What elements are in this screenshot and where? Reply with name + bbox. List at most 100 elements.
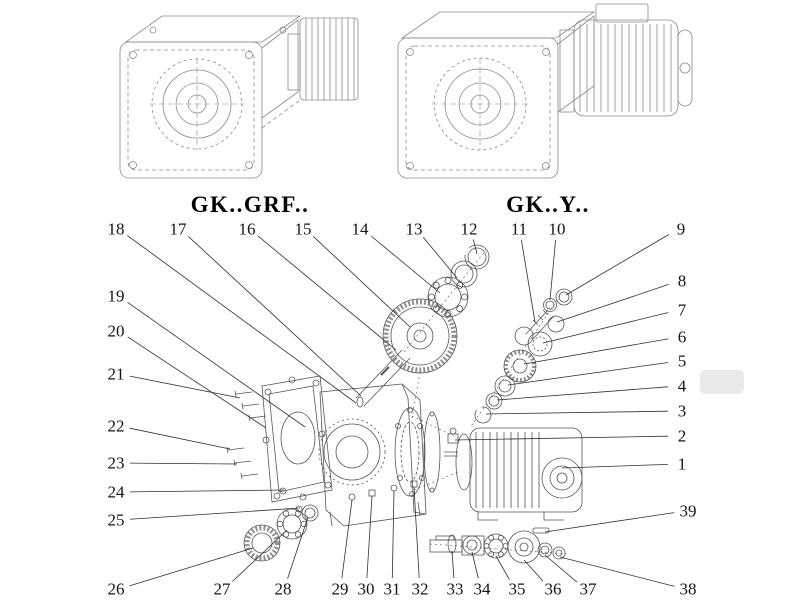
watermark — [700, 370, 744, 394]
leader-line-39 — [544, 512, 675, 533]
leader-line-36 — [523, 559, 544, 582]
callout-8: 8 — [677, 271, 687, 291]
callout-28: 28 — [274, 579, 292, 599]
leader-line-7 — [542, 312, 669, 344]
callout-1: 1 — [677, 454, 687, 474]
leader-line-32 — [413, 486, 420, 579]
leader-line-20 — [127, 336, 267, 429]
leader-line-17 — [188, 236, 362, 397]
output-shaft-assembly — [429, 527, 566, 564]
leader-line-30 — [366, 495, 373, 579]
assembly-axes — [403, 249, 569, 555]
callout-38: 38 — [679, 579, 697, 599]
callout-32: 32 — [411, 579, 429, 599]
leader-line-8 — [556, 284, 669, 323]
gearbox-y-drawing — [397, 3, 693, 179]
callout-36: 36 — [544, 579, 562, 599]
oil-seal-set — [243, 504, 319, 562]
leader-line-26 — [129, 547, 254, 587]
leader-line-23 — [129, 462, 238, 465]
leader-line-24 — [129, 489, 285, 493]
leader-line-31 — [391, 490, 395, 579]
fastener-set — [348, 480, 418, 501]
callout-12: 12 — [460, 219, 478, 239]
callout-21: 21 — [107, 364, 125, 384]
leader-line-1 — [561, 463, 669, 469]
callout-27: 27 — [213, 579, 231, 599]
leader-line-4 — [496, 386, 669, 401]
callout-26: 26 — [107, 579, 125, 599]
gasket — [423, 411, 441, 493]
callout-20: 20 — [107, 321, 125, 341]
callout-30: 30 — [357, 579, 375, 599]
callout-37: 37 — [579, 579, 597, 599]
callout-16: 16 — [238, 219, 256, 239]
leader-line-15 — [313, 236, 411, 328]
motor-drawing — [559, 3, 693, 117]
callout-29: 29 — [331, 579, 349, 599]
pinion-shaft-assembly — [474, 288, 573, 424]
leader-line-22 — [129, 427, 231, 450]
flange-plate — [261, 375, 333, 513]
leader-line-14 — [370, 235, 441, 294]
callout-33: 33 — [446, 579, 464, 599]
leader-line-25 — [129, 507, 301, 520]
callout-11: 11 — [510, 219, 528, 239]
leader-line-19 — [127, 301, 306, 428]
callout-23: 23 — [107, 453, 125, 473]
callout-22: 22 — [107, 416, 125, 436]
callout-24: 24 — [107, 482, 125, 502]
leader-line-3 — [485, 410, 669, 415]
callout-31: 31 — [383, 579, 401, 599]
leader-line-11 — [520, 239, 536, 323]
upper-bearing — [427, 276, 469, 318]
leader-line-21 — [129, 375, 241, 399]
input-cover-ribbed — [287, 17, 359, 101]
leader-line-29 — [341, 499, 353, 579]
vent-plug — [447, 427, 459, 444]
callout-2: 2 — [677, 426, 687, 446]
callout-34: 34 — [473, 579, 491, 599]
gear-housing — [318, 383, 427, 527]
callout-25: 25 — [107, 510, 125, 530]
leader-line-9 — [565, 234, 670, 296]
callout-4: 4 — [677, 376, 687, 396]
model-label-y: GK..Y.. — [506, 192, 590, 217]
leader-lines — [127, 234, 675, 587]
leader-line-37 — [544, 554, 578, 583]
leader-line-10 — [549, 239, 557, 301]
leader-line-38 — [559, 556, 675, 587]
callout-10: 10 — [548, 219, 566, 239]
upper-retaining-rings — [450, 244, 490, 288]
callout-3: 3 — [677, 401, 687, 421]
callout-14: 14 — [351, 219, 369, 239]
leader-line-13 — [422, 237, 458, 279]
callout-39: 39 — [679, 501, 697, 521]
callout-15: 15 — [294, 219, 312, 239]
callout-5: 5 — [677, 351, 687, 371]
leader-line-33 — [451, 550, 455, 579]
leader-line-6 — [523, 338, 669, 365]
callout-35: 35 — [508, 579, 526, 599]
large-gear — [382, 298, 458, 374]
callout-9: 9 — [676, 219, 686, 239]
leader-line-5 — [507, 362, 669, 386]
callout-7: 7 — [677, 300, 687, 320]
callout-18: 18 — [107, 219, 125, 239]
leader-line-27 — [232, 529, 288, 582]
leader-line-16 — [257, 235, 397, 351]
leader-line-35 — [495, 555, 510, 580]
leader-line-34 — [471, 551, 479, 579]
exploded-view — [226, 244, 744, 564]
leader-line-2 — [454, 435, 669, 441]
leader-line-28 — [287, 516, 309, 579]
gearbox-grf-drawing — [119, 15, 359, 179]
flange-screws — [226, 390, 267, 480]
callout-19: 19 — [107, 286, 125, 306]
callout-13: 13 — [405, 219, 423, 239]
callout-17: 17 — [169, 219, 187, 239]
leader-line-18 — [127, 235, 357, 404]
exploded-motor — [444, 427, 583, 521]
